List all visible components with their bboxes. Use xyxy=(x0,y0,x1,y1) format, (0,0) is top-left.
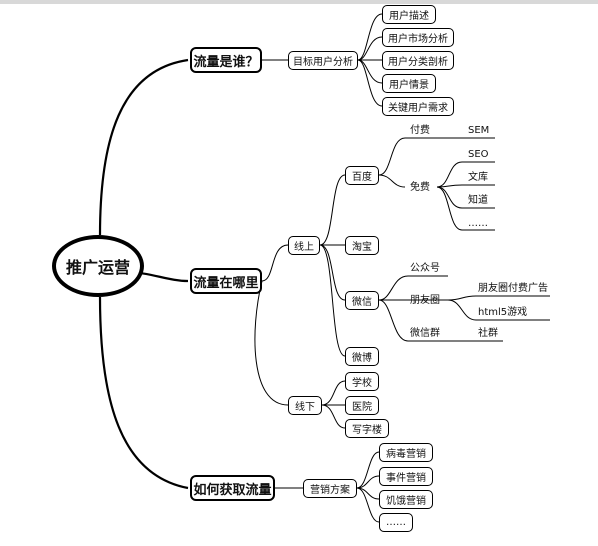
node-offline: 线下 xyxy=(288,396,322,415)
root-node-promotion: 推广运营 xyxy=(52,235,144,297)
label-sem: SEM xyxy=(468,125,490,136)
node-school: 学校 xyxy=(345,372,379,391)
label-zhidao: 知道 xyxy=(468,195,488,206)
label-official-account: 公众号 xyxy=(410,263,440,274)
node-office-building: 写字楼 xyxy=(345,419,389,438)
node-event-marketing: 事件营销 xyxy=(379,467,433,486)
node-key-user-needs: 关键用户需求 xyxy=(382,97,454,116)
node-user-description: 用户描述 xyxy=(382,5,436,24)
label-seo: SEO xyxy=(468,149,489,160)
label-free: 免费 xyxy=(410,182,430,193)
label-wenku: 文库 xyxy=(468,172,488,183)
branch-how-to-get-traffic: 如何获取流量 xyxy=(190,475,275,501)
connector-root-who xyxy=(98,58,189,236)
window-top-edge xyxy=(0,0,598,4)
node-hunger-marketing: 饥饿营销 xyxy=(379,490,433,509)
node-marketing-more: …… xyxy=(379,513,413,532)
connector-where-online xyxy=(261,244,289,282)
connector-where-offline xyxy=(254,280,289,406)
node-user-classification: 用户分类剖析 xyxy=(382,51,454,70)
node-baidu: 百度 xyxy=(345,166,379,185)
label-paid: 付费 xyxy=(410,125,430,136)
node-marketing-plan: 营销方案 xyxy=(303,479,357,498)
label-html5-game: html5游戏 xyxy=(478,307,528,318)
node-user-market-analysis: 用户市场分析 xyxy=(382,28,454,47)
node-online: 线上 xyxy=(288,236,320,255)
node-viral-marketing: 病毒营销 xyxy=(379,443,433,462)
node-hospital: 医院 xyxy=(345,396,379,415)
node-wechat: 微信 xyxy=(345,291,379,310)
branch-where-is-traffic: 流量在哪里 xyxy=(190,268,262,294)
label-community: 社群 xyxy=(478,328,498,339)
node-target-user-analysis: 目标用户分析 xyxy=(288,51,358,70)
node-user-scenario: 用户情景 xyxy=(382,74,436,93)
label-moments-paid-ads: 朋友圈付费广告 xyxy=(478,283,548,294)
connector-root-how xyxy=(98,296,189,490)
label-free-more: …… xyxy=(468,218,488,229)
node-weibo: 微博 xyxy=(345,347,379,366)
branch-who-is-traffic: 流量是谁？ xyxy=(190,47,262,73)
label-wechat-group: 微信群 xyxy=(410,328,440,339)
label-moments: 朋友圈 xyxy=(410,295,440,306)
node-taobao: 淘宝 xyxy=(345,236,379,255)
